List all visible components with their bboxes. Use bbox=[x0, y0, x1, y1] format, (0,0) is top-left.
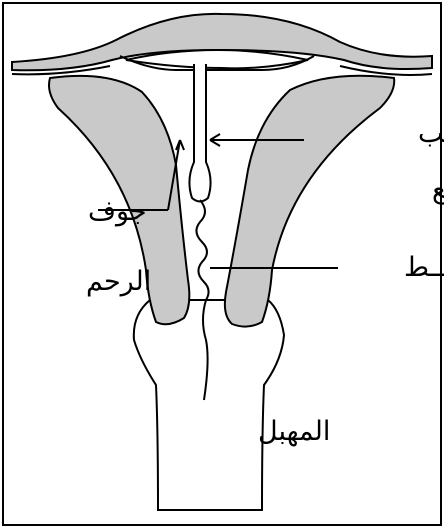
label-cavity: جوف bbox=[88, 196, 147, 227]
label-cavity-uterus: الرحم bbox=[86, 266, 151, 297]
label-iud: اللولــب bbox=[418, 118, 444, 149]
label-vagina: المهبل bbox=[258, 416, 330, 447]
label-thread: الخيــط bbox=[404, 252, 444, 283]
vagina-canal bbox=[134, 300, 284, 510]
label-iud-placement: متموضـــع bbox=[432, 174, 444, 205]
iud-stem bbox=[189, 64, 210, 202]
uterine-wall-right bbox=[225, 76, 394, 327]
